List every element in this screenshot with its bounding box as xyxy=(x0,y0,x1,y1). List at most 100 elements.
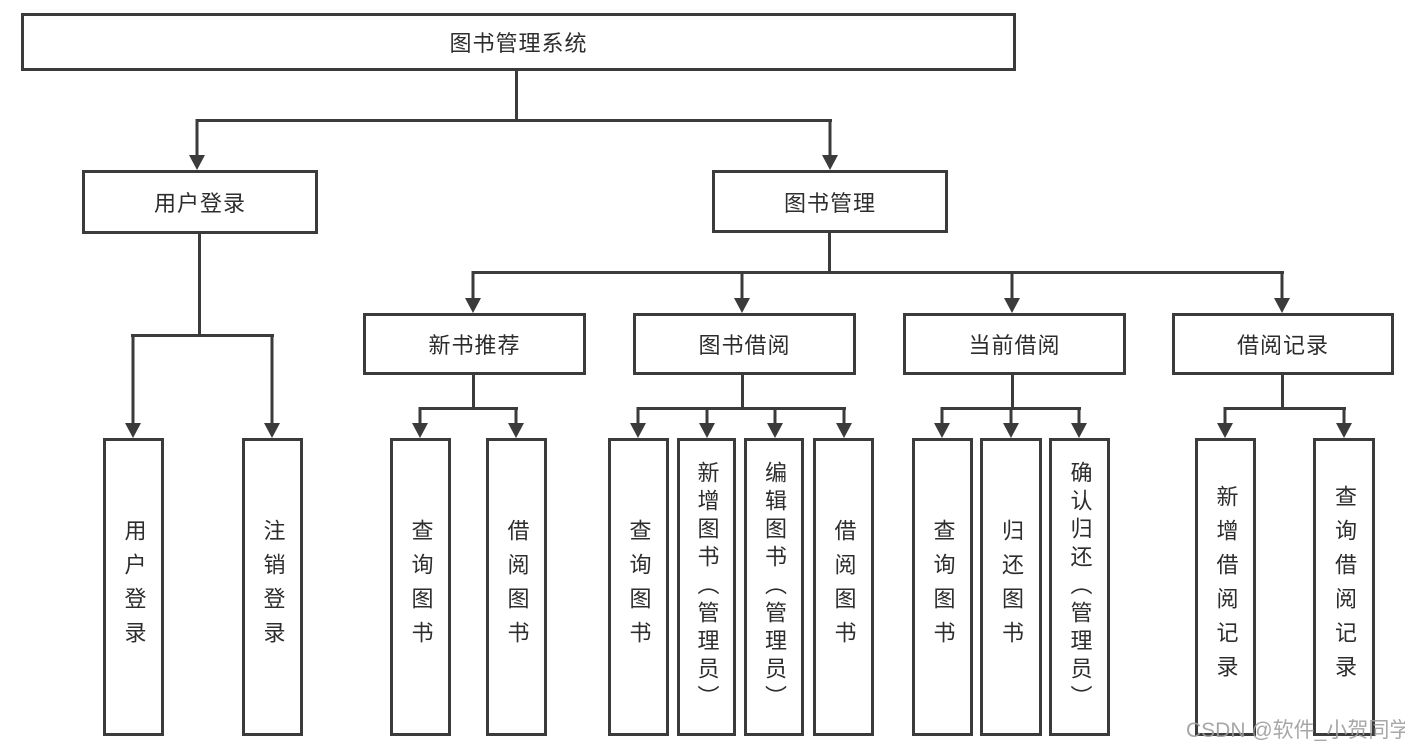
connector-branch-new-book-recommend xyxy=(419,407,518,410)
leaf-label: 借阅图书 xyxy=(831,519,857,655)
arrow-head-icon xyxy=(189,155,205,170)
connector-stem-new-book-recommend xyxy=(472,374,475,410)
leaf-label: 查询图书 xyxy=(626,519,652,655)
arrow-shaft xyxy=(773,407,777,425)
connector-arrow xyxy=(630,407,646,438)
arrow-head-icon xyxy=(1004,298,1020,313)
connector-stem-current-borrow xyxy=(1011,374,1014,410)
connector-stem-borrow-records xyxy=(1281,374,1284,410)
connector-arrow xyxy=(734,271,750,313)
arrow-shaft xyxy=(418,407,422,425)
connector-arrow xyxy=(125,334,141,438)
connector-branch-book-borrow xyxy=(637,407,846,410)
arrow-head-icon xyxy=(1071,423,1087,438)
arrow-shaft xyxy=(471,271,475,300)
node-root-label: 图书管理系统 xyxy=(449,31,588,56)
arrow-shaft xyxy=(1009,407,1013,425)
connector-arrow xyxy=(1217,407,1233,438)
arrow-shaft xyxy=(195,119,199,157)
arrow-head-icon xyxy=(836,423,852,438)
arrow-head-icon xyxy=(1217,423,1233,438)
arrow-shaft xyxy=(131,334,135,425)
leaf-label: 查询借阅记录 xyxy=(1332,485,1357,689)
connector-arrow xyxy=(767,407,783,438)
node-current-borrow-label: 当前借阅 xyxy=(968,333,1061,358)
node-root: 图书管理系统 xyxy=(21,13,1016,71)
leaf-borrow-books: 借阅图书 xyxy=(813,438,874,736)
arrow-shaft xyxy=(705,407,709,425)
connector-stem-root xyxy=(515,70,518,122)
connector-arrow xyxy=(189,119,205,170)
leaf-label: 借阅图书 xyxy=(504,519,530,655)
node-user-login-label: 用户登录 xyxy=(153,191,246,216)
connector-arrow xyxy=(508,407,524,438)
leaf-label: 新增图书（管理员） xyxy=(694,461,720,713)
leaf-label: 新增借阅记录 xyxy=(1213,485,1239,689)
leaf-label: 归还图书 xyxy=(999,519,1024,655)
connector-arrow xyxy=(836,407,852,438)
connector-arrow xyxy=(822,119,838,170)
leaf-query-books-current: 查询图书 xyxy=(912,438,973,736)
leaf-confirm-return-admin: 确认归还（管理员） xyxy=(1049,438,1110,736)
connector-arrow xyxy=(1071,407,1087,438)
connector-stem-user-login xyxy=(198,233,201,337)
leaf-add-borrow-record: 新增借阅记录 xyxy=(1195,438,1256,736)
arrow-head-icon xyxy=(822,155,838,170)
arrow-head-icon xyxy=(125,423,141,438)
leaf-label: 查询图书 xyxy=(930,519,956,655)
node-book-borrow-label: 图书借阅 xyxy=(698,333,791,358)
arrow-head-icon xyxy=(264,423,280,438)
leaf-logout: 注销登录 xyxy=(242,438,303,736)
arrow-shaft xyxy=(740,271,744,300)
leaf-query-borrow-record: 查询借阅记录 xyxy=(1313,438,1375,736)
arrow-head-icon xyxy=(934,423,950,438)
node-book-borrow: 图书借阅 xyxy=(633,313,856,375)
node-borrow-records: 借阅记录 xyxy=(1172,313,1394,375)
connector-arrow xyxy=(1336,407,1352,438)
arrow-shaft xyxy=(940,407,944,425)
arrow-head-icon xyxy=(767,423,783,438)
leaf-borrow-books-recommend: 借阅图书 xyxy=(486,438,547,736)
connector-branch-book-management xyxy=(472,271,1284,274)
connector-arrow xyxy=(1003,407,1019,438)
watermark: CSDN @软件_小贺同学 xyxy=(1186,719,1405,742)
leaf-label: 确认归还（管理员） xyxy=(1067,461,1093,713)
arrow-head-icon xyxy=(1336,423,1352,438)
node-current-borrow: 当前借阅 xyxy=(903,313,1126,375)
arrow-shaft xyxy=(514,407,518,425)
arrow-head-icon xyxy=(699,423,715,438)
arrow-head-icon xyxy=(1003,423,1019,438)
node-borrow-records-label: 借阅记录 xyxy=(1236,333,1329,358)
leaf-user-login-action: 用户登录 xyxy=(103,438,164,736)
arrow-shaft xyxy=(1010,271,1014,300)
leaf-query-books-recommend: 查询图书 xyxy=(390,438,451,736)
connector-stem-book-management xyxy=(828,232,831,273)
arrow-head-icon xyxy=(734,298,750,313)
arrow-head-icon xyxy=(1274,298,1290,313)
leaf-label: 查询图书 xyxy=(408,519,434,655)
node-user-login: 用户登录 xyxy=(82,170,318,234)
connector-branch-user-login xyxy=(131,334,274,337)
leaf-return-books: 归还图书 xyxy=(980,438,1042,736)
connector-arrow xyxy=(465,271,481,313)
connector-arrow xyxy=(264,334,280,438)
arrow-head-icon xyxy=(465,298,481,313)
connector-arrow xyxy=(1274,271,1290,313)
arrow-head-icon xyxy=(508,423,524,438)
node-new-book-recommend-label: 新书推荐 xyxy=(428,333,521,358)
arrow-shaft xyxy=(1077,407,1081,425)
connector-branch-borrow-records xyxy=(1224,407,1346,410)
connector-stem-book-borrow xyxy=(741,374,744,410)
arrow-shaft xyxy=(828,119,832,157)
arrow-shaft xyxy=(1223,407,1227,425)
connector-arrow xyxy=(1004,271,1020,313)
arrow-shaft xyxy=(270,334,274,425)
leaf-label: 编辑图书（管理员） xyxy=(762,461,787,713)
leaf-add-books-admin: 新增图书（管理员） xyxy=(677,438,736,736)
leaf-label: 用户登录 xyxy=(121,519,147,655)
leaf-edit-books-admin: 编辑图书（管理员） xyxy=(744,438,804,736)
arrow-shaft xyxy=(842,407,846,425)
node-book-management: 图书管理 xyxy=(712,170,948,233)
connector-arrow xyxy=(412,407,428,438)
